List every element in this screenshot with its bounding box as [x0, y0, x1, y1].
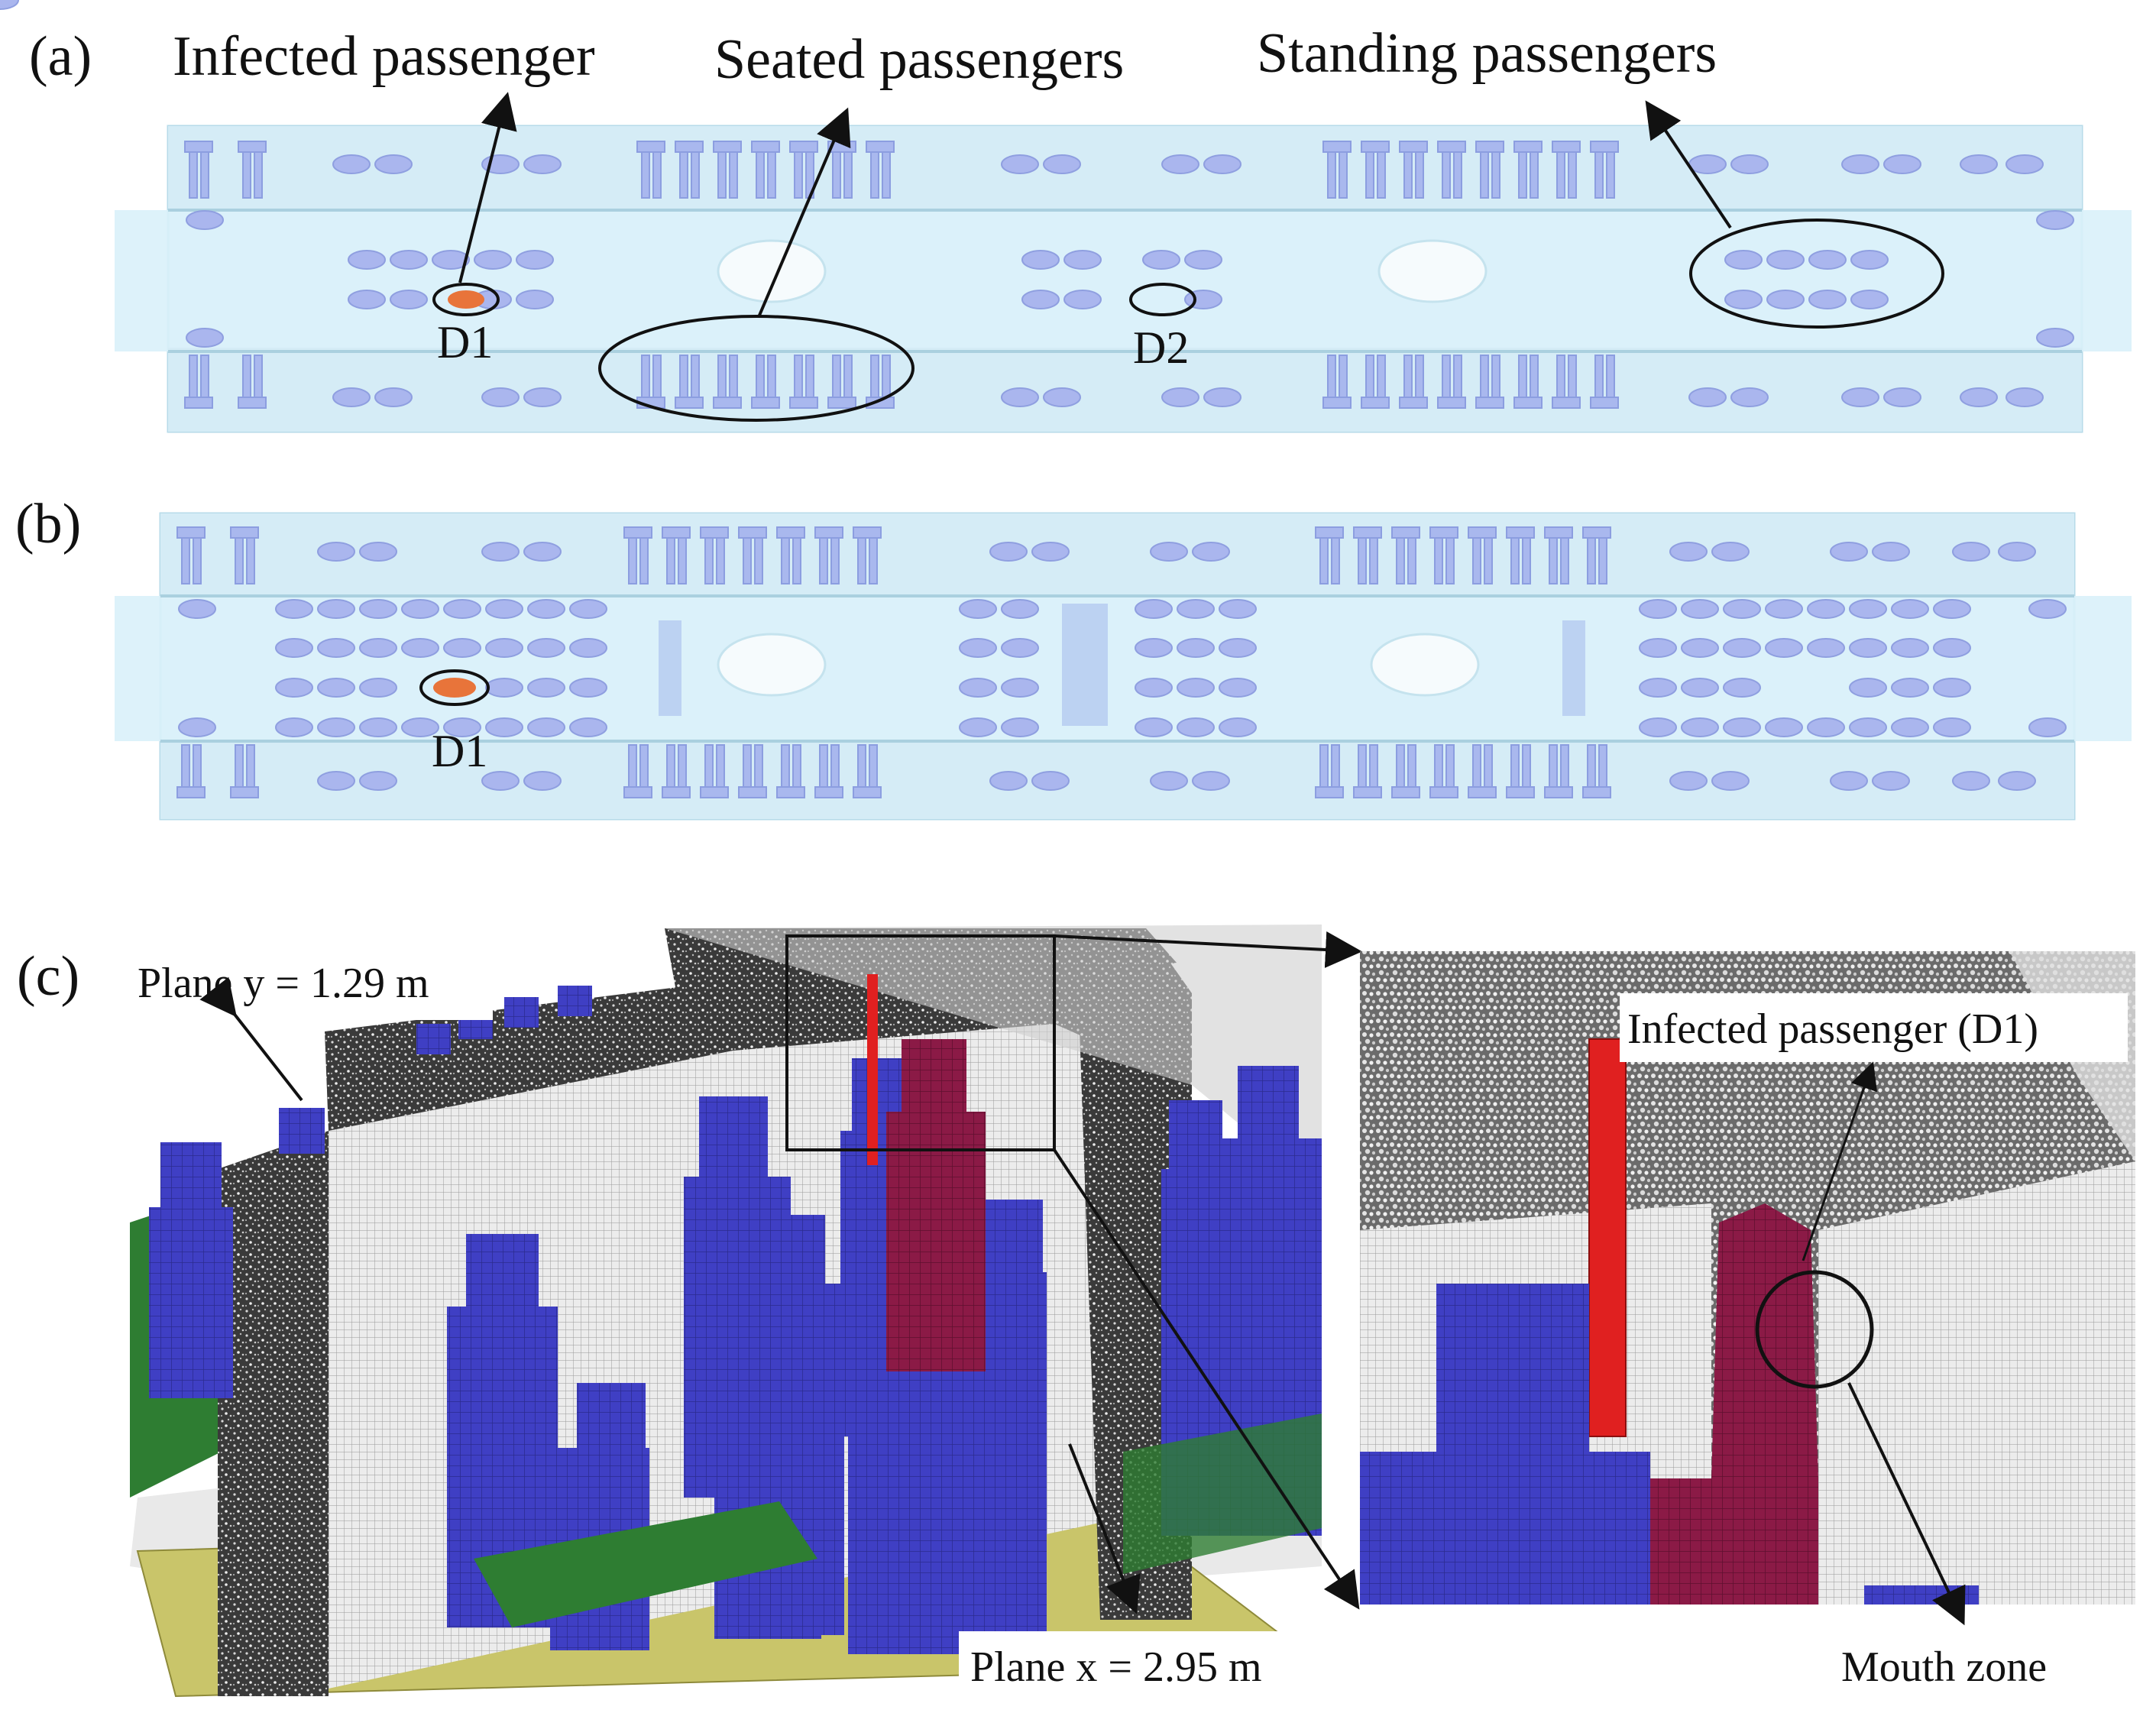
infected-passenger-head: [902, 1039, 966, 1116]
panel-b: (b): [15, 493, 2132, 821]
zoom-region-box: [785, 934, 1056, 1151]
label-infected-passenger-d1: Infected passenger (D1): [1627, 1005, 2038, 1053]
infection-source-column-zoom: [1588, 1038, 1627, 1437]
seats-row-top-a: [184, 141, 1619, 199]
arrow-icon: [1645, 100, 1732, 229]
label-standing-passengers: Standing passengers: [1257, 22, 1717, 85]
carriage-plan-b: [115, 512, 2132, 821]
panel-b-tag: (b): [15, 493, 81, 555]
arrow-icon: [199, 976, 303, 1102]
standing-passengers-a: [0, 0, 2074, 407]
infection-source-column: [867, 974, 878, 1165]
zoom-connector-bottom: [1053, 1148, 1360, 1610]
infected-passenger-d1-a: [432, 283, 500, 316]
label-plane-y: Plane y = 1.29 m: [138, 960, 429, 1007]
panel-c-tag: (c): [17, 945, 79, 1008]
seat-icon: [474, 1501, 817, 1627]
label-seated-passengers: Seated passengers: [714, 28, 1124, 91]
mouth-zone-circle: [1755, 1270, 1874, 1389]
label-plane-x: Plane x = 2.95 m: [970, 1643, 1262, 1691]
standing-group-ellipse: [1689, 219, 1944, 329]
seated-group-ellipse: [598, 315, 915, 422]
infected-passenger-body: [886, 1112, 986, 1371]
seats-row-bottom-a: [184, 355, 1619, 409]
arrow-icon: [757, 107, 851, 318]
arrow-icon: [458, 92, 517, 283]
infected-passenger-d1-b: [419, 669, 490, 706]
arrow-icon: [1802, 1061, 1877, 1261]
d2-marker-ellipse: [1129, 283, 1196, 316]
panel-a: (a) Infected passenger Seated passengers…: [0, 0, 2132, 433]
carriage-plan-a: [115, 125, 2132, 433]
arrow-icon: [1847, 1382, 1966, 1626]
marker-d2-a: D2: [1133, 322, 1189, 373]
zoom-connector-top: [1054, 931, 1362, 968]
label-mouth-zone: Mouth zone: [1841, 1643, 2047, 1691]
seat-icon: [1123, 1413, 1322, 1574]
marker-d1-a: D1: [437, 317, 493, 368]
arrow-icon: [1068, 1443, 1141, 1614]
cabin-3d-view: [130, 925, 1324, 1698]
panel-a-tag: (a): [29, 25, 92, 88]
panel-c: (c): [17, 925, 2135, 1700]
marker-d1-b: D1: [432, 726, 487, 776]
label-infected-passenger: Infected passenger: [173, 25, 595, 88]
